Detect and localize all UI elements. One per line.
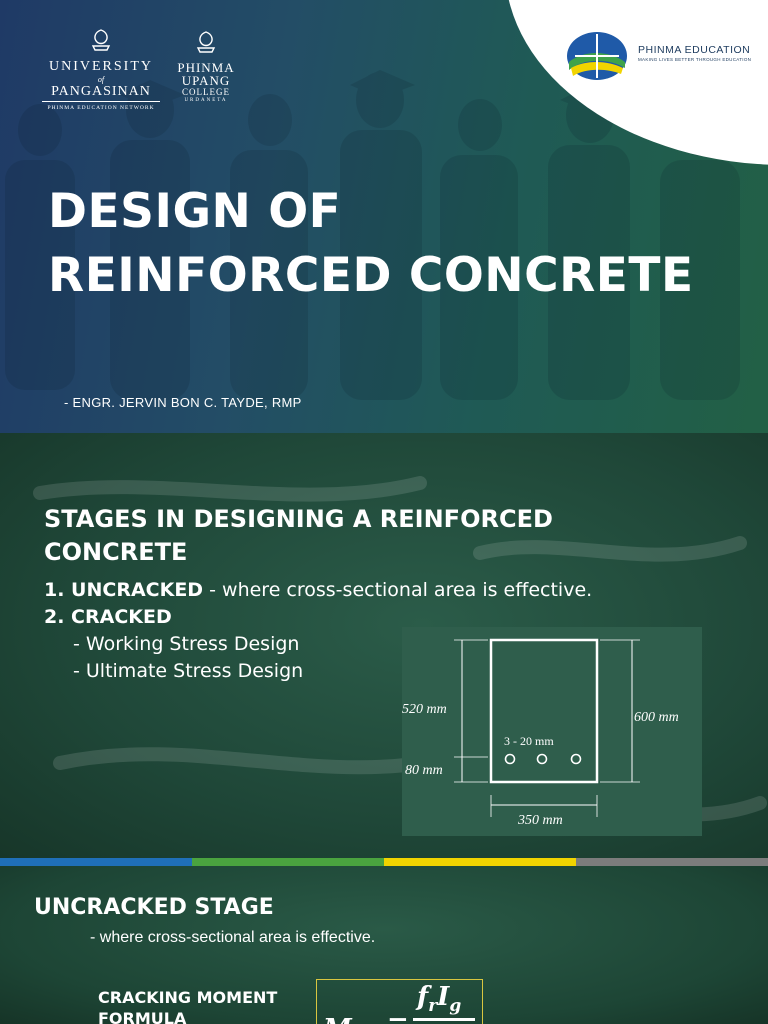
phinma-education-name: PHINMA EDUCATION [638, 44, 751, 56]
list-item-uncracked: 1. UNCRACKED - where cross-sectional are… [44, 577, 592, 604]
cracked-label: 2. CRACKED [44, 606, 172, 628]
logo-up-line3: PANGASINAN [42, 84, 160, 102]
working-stress-design: - Working Stress Design [73, 633, 300, 655]
author-name: - ENGR. JERVIN BON C. TAYDE, RMP [64, 395, 302, 410]
stages-list: 1. UNCRACKED - where cross-sectional are… [44, 577, 592, 685]
logo-up-line2: of [97, 75, 105, 84]
title-line-2: REINFORCED CONCRETE [48, 248, 694, 303]
cracking-moment-formula-box: frIg M = [316, 979, 483, 1024]
uncracked-stage-slide: UNCRACKED STAGE - where cross-sectional … [0, 866, 768, 1024]
rebar-label: 3 - 20 mm [504, 734, 554, 748]
rebar-1 [504, 753, 516, 765]
formula-lhs: M [323, 1014, 352, 1024]
dim-80-label: 80 mm [405, 763, 443, 778]
dim-600-label: 600 mm [634, 710, 679, 725]
dim-520-label: 520 mm [402, 702, 447, 717]
uncracked-stage-heading: UNCRACKED STAGE [34, 895, 274, 920]
university-of-pangasinan-logo: UNIVERSITY of PANGASINAN PHINMA EDUCATIO… [42, 28, 160, 111]
title-line-1: DESIGN OF [48, 184, 342, 239]
formula-r: r [428, 996, 438, 1017]
graduates-background-image [5, 70, 740, 400]
color-stripe-yellow [384, 858, 576, 866]
logo-pu-line3: COLLEGE [182, 87, 230, 97]
rebar-3 [570, 753, 582, 765]
logo-pu-line1: PHINMA [177, 60, 235, 75]
color-stripe-green [192, 858, 384, 866]
color-stripe-blue [0, 858, 192, 866]
formula-I: I [437, 982, 450, 1012]
formula-equals: = [387, 1008, 409, 1024]
rebar-2 [536, 753, 548, 765]
title-slide: UNIVERSITY of PANGASINAN PHINMA EDUCATIO… [0, 0, 768, 433]
formula-numerator: frIg [417, 982, 461, 1016]
logo-pu-line2: UPANG [181, 73, 231, 88]
phinma-upang-logo: PHINMA UPANG COLLEGE URDANETA [168, 30, 244, 103]
stages-heading: STAGES IN DESIGNING A REINFORCED CONCRET… [44, 505, 553, 566]
uncracked-label: 1. UNCRACKED [44, 579, 204, 601]
list-item-cracked: 2. CRACKED [44, 604, 592, 631]
uncracked-description: - where cross-sectional area is effectiv… [203, 579, 593, 601]
phinma-education-tagline: MAKING LIVES BETTER THROUGH EDUCATION [638, 57, 752, 62]
dim-350-label: 350 mm [517, 813, 563, 828]
color-stripe-gray [576, 858, 768, 866]
logo-up-line4: PHINMA EDUCATION NETWORK [47, 105, 155, 111]
logo-up-line1: UNIVERSITY [49, 59, 153, 74]
presentation-title: DESIGN OF REINFORCED CONCRETE [48, 180, 694, 308]
formula-g: g [449, 996, 462, 1017]
seal-icon [91, 29, 111, 51]
seal-icon [196, 31, 216, 53]
phinma-education-logo-icon [567, 32, 627, 80]
stages-slide: STAGES IN DESIGNING A REINFORCED CONCRET… [0, 433, 768, 858]
uncracked-stage-subtitle: - where cross-sectional area is effectiv… [90, 929, 376, 946]
beam-cross-section-diagram: 520 mm 80 mm 600 mm 350 mm 3 - 20 mm [402, 627, 702, 836]
formula-f: f [417, 982, 429, 1012]
cracking-moment-line1: CRACKING MOMENT [98, 988, 278, 1007]
logo-pu-line4: URDANETA [184, 98, 228, 103]
cracking-moment-line2: FORMULA [98, 1009, 187, 1024]
cracking-moment-formula: frIg M = [317, 980, 482, 1024]
beam-section-rectangle [489, 638, 599, 784]
ultimate-stress-design: - Ultimate Stress Design [73, 660, 304, 682]
cracking-moment-label: CRACKING MOMENT FORMULA [98, 987, 308, 1024]
fraction-bar [413, 1018, 475, 1021]
